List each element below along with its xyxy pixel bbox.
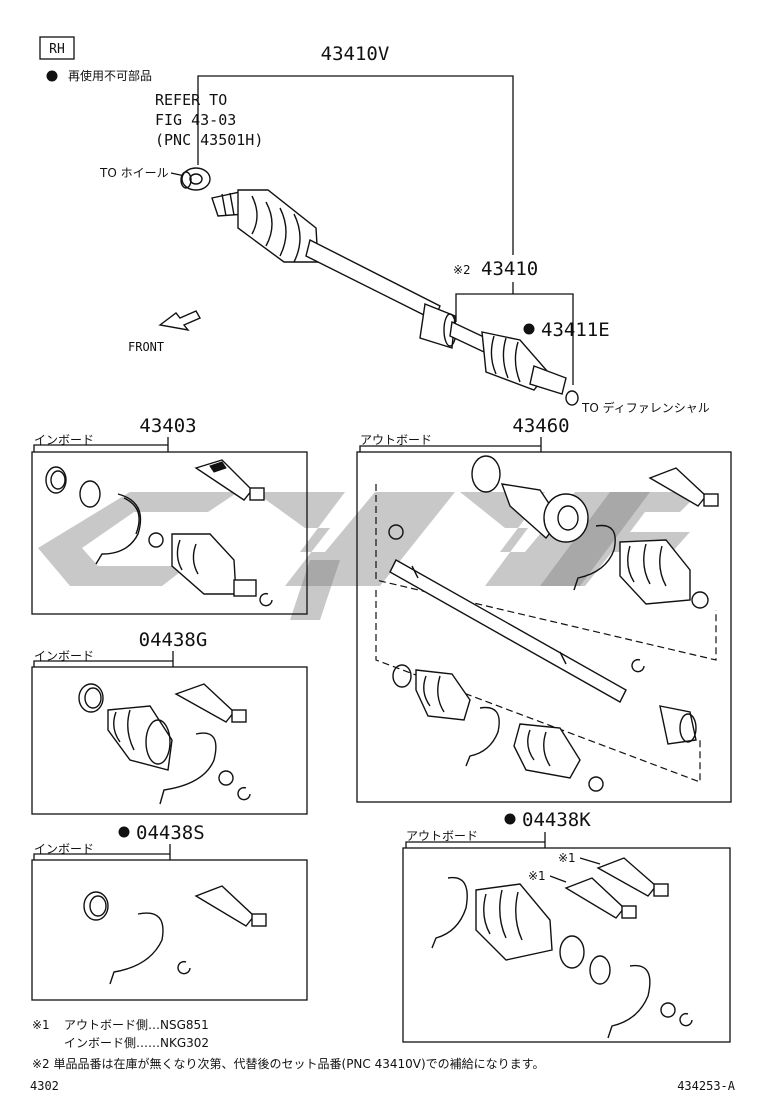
boot-band-icon (159, 732, 217, 805)
front-arrow-icon (158, 310, 201, 332)
grease-tube-icon (648, 467, 719, 507)
kit-43403-pnc[interactable]: 43403 (139, 415, 196, 437)
snap-ring-icon (588, 776, 604, 792)
axle-nut (180, 167, 211, 191)
kit-04438k-pnc[interactable]: 04438K (522, 809, 591, 831)
grease-tube-icon (174, 683, 247, 723)
snap-ring-icon (660, 1002, 676, 1018)
boot-band-icon (78, 683, 104, 713)
kit-note-1b: ※1 (528, 869, 546, 883)
kit-04438g-pnc[interactable]: 04438G (139, 629, 208, 651)
legend-nonreusable: 再使用不可部品 (68, 68, 152, 83)
nonreusable-dot-icon (504, 813, 516, 825)
grease-tube-icon (194, 885, 267, 927)
kit-note-1: ※1 (558, 851, 576, 865)
front-label: FRONT (128, 340, 164, 354)
to-diff-label: TO ディファレンシャル (581, 400, 710, 415)
kit-04438s-box (31, 859, 308, 1001)
kit-04438g-parts (78, 683, 251, 805)
grease-tube-icon (194, 459, 265, 501)
kit-43460-pnc[interactable]: 43460 (512, 415, 569, 437)
kit-04438s-parts (83, 885, 267, 985)
shaft-pnc[interactable]: 43410 (481, 258, 538, 280)
assembly-leader (197, 75, 514, 255)
kit-43403-parts (45, 459, 273, 607)
drive-shaft-assembly (211, 189, 579, 406)
nonreusable-dot-icon (523, 323, 535, 335)
boot-band-icon (392, 664, 412, 688)
shaft-leader (455, 293, 574, 385)
side-label-box (39, 36, 75, 60)
kit-04438k-box (402, 847, 731, 1043)
kit-43460-box (356, 451, 732, 803)
boot-band-icon (95, 493, 142, 565)
kit-04438g-box (31, 666, 308, 815)
side-label: RH (49, 42, 65, 57)
boot-band-icon (431, 876, 468, 949)
kit-43403-side: インボード (34, 433, 94, 447)
footnote-2: ※2 単品品番は在庫が無くなり次第、代替後のセット品番(PNC 43410V)で… (32, 1056, 544, 1071)
footnote-1-mark: ※1 (32, 1018, 50, 1032)
snap-ring-icon (691, 591, 709, 609)
footnote-1-line2: インボード側……NKG302 (64, 1036, 209, 1050)
boot-band-icon (465, 706, 500, 767)
figure-number: 4302 (30, 1079, 59, 1093)
boot-band-icon (109, 912, 164, 985)
kit-04438k-parts: ※1 ※1 (431, 851, 693, 1039)
to-wheel-label: TO ホイール (99, 166, 169, 180)
boot-band-icon (471, 455, 501, 493)
snap-ring-icon (177, 960, 191, 975)
nonreusable-dot-icon (46, 70, 58, 82)
kit-04438s-pnc[interactable]: 04438S (136, 822, 205, 844)
kit-04438g-side: インボード (34, 649, 94, 663)
clip-pnc[interactable]: 43411E (541, 319, 610, 341)
footnote-1-line1: アウトボード側…NSG851 (64, 1018, 209, 1032)
kit-43403-box (31, 451, 308, 615)
refer-line2: FIG 43-03 (155, 111, 236, 129)
refer-line1: REFER TO (155, 91, 227, 109)
kit-04438s-side: インボード (34, 842, 94, 856)
grease-tube-icon (564, 877, 637, 919)
grease-tube-icon (596, 857, 669, 897)
boot-band-icon (45, 466, 67, 494)
assembly-pnc[interactable]: 43410V (321, 43, 390, 65)
nonreusable-dot-icon (118, 826, 130, 838)
kit-43460-side: アウトボード (360, 433, 432, 447)
snap-ring-icon (259, 592, 273, 607)
drawing-number: 434253-A (677, 1079, 736, 1093)
shaft-note: ※2 (453, 263, 471, 277)
kit-43460-parts (375, 455, 719, 792)
boot-band-icon (83, 891, 109, 921)
snap-ring-icon (218, 770, 234, 786)
boot-band-icon (607, 964, 651, 1039)
kit-04438k-side: アウトボード (406, 829, 478, 843)
boot-band-icon (573, 524, 616, 591)
refer-line3[interactable]: (PNC 43501H) (155, 131, 263, 149)
snap-ring-icon (148, 532, 164, 548)
